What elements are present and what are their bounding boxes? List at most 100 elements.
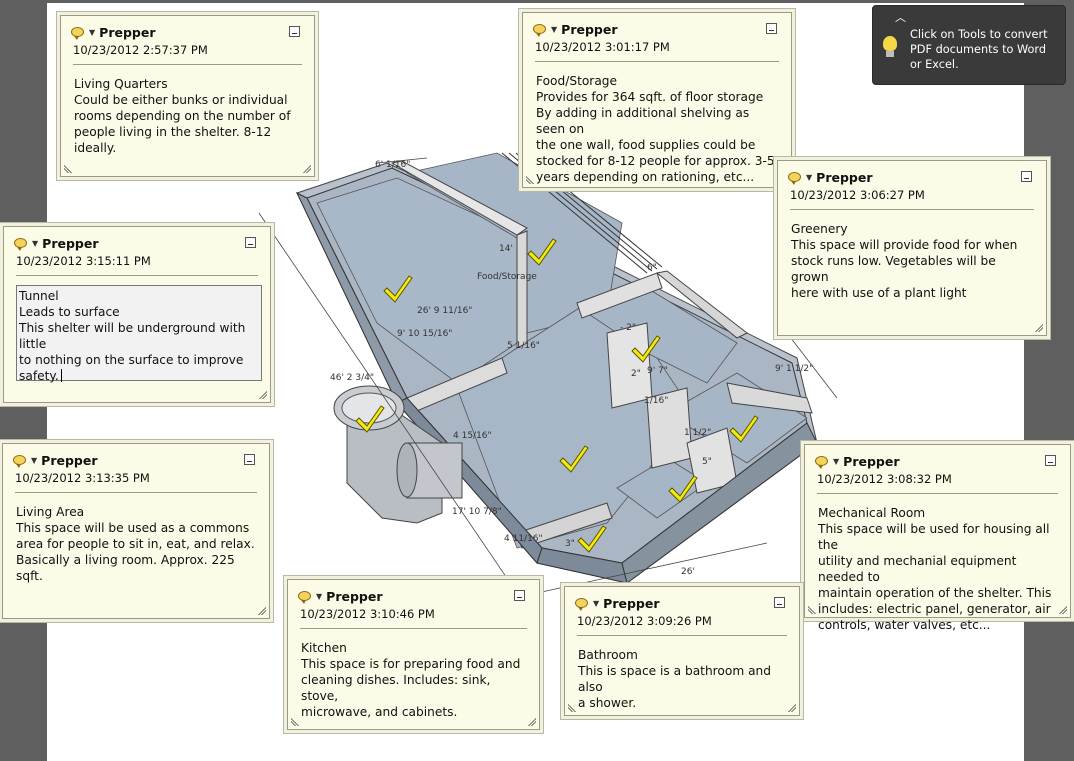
dimension-label: 9' 7" bbox=[647, 366, 668, 376]
dropdown-caret-icon[interactable]: ▼ bbox=[31, 455, 38, 465]
minimize-icon[interactable] bbox=[245, 237, 256, 248]
note-date: 10/23/2012 3:09:26 PM bbox=[577, 614, 712, 628]
note-date: 10/23/2012 3:06:27 PM bbox=[790, 188, 925, 202]
dimension-label: Food/Storage bbox=[477, 272, 537, 282]
dropdown-caret-icon[interactable]: ▼ bbox=[551, 24, 558, 34]
dropdown-caret-icon[interactable]: ▼ bbox=[806, 172, 813, 182]
note-author: Prepper bbox=[603, 595, 660, 611]
comment-bubble-icon bbox=[71, 27, 84, 40]
note-date: 10/23/2012 3:13:35 PM bbox=[15, 471, 150, 485]
note-author: Prepper bbox=[561, 21, 618, 37]
divider bbox=[16, 275, 258, 276]
note-text[interactable]: Bathroom This is space is a bathroom and… bbox=[578, 648, 772, 710]
resize-grip-icon[interactable] bbox=[1058, 605, 1067, 614]
dimension-label: 46' 2 3/4" bbox=[330, 373, 374, 383]
note-author: Prepper bbox=[41, 452, 98, 468]
resize-grip-icon[interactable] bbox=[291, 717, 300, 726]
resize-grip-icon[interactable] bbox=[568, 703, 577, 712]
dimension-label: 26' bbox=[681, 567, 695, 577]
note-header[interactable]: ▼Prepper bbox=[298, 588, 383, 604]
minimize-icon[interactable] bbox=[1021, 171, 1032, 182]
note-date: 10/23/2012 2:57:37 PM bbox=[73, 43, 208, 57]
minimize-icon[interactable] bbox=[289, 26, 300, 37]
resize-grip-icon[interactable] bbox=[257, 606, 266, 615]
minimize-icon[interactable] bbox=[514, 590, 525, 601]
dimension-label: 1/16" bbox=[644, 396, 668, 406]
note-text[interactable]: Kitchen This space is for preparing food… bbox=[301, 641, 521, 719]
note-author: Prepper bbox=[99, 24, 156, 40]
note-date: 10/23/2012 3:01:17 PM bbox=[535, 40, 670, 54]
resize-grip-icon[interactable] bbox=[302, 164, 311, 173]
note-author: Prepper bbox=[42, 235, 99, 251]
note-date: 10/23/2012 3:10:46 PM bbox=[300, 607, 435, 621]
divider bbox=[577, 635, 787, 636]
comment-bubble-icon bbox=[533, 24, 546, 37]
divider bbox=[300, 628, 527, 629]
note-header[interactable]: ▼Prepper bbox=[533, 21, 618, 37]
note-date: 10/23/2012 3:15:11 PM bbox=[16, 254, 151, 268]
comment-bubble-icon bbox=[815, 456, 828, 469]
note-text[interactable]: Tunnel Leads to surface This shelter wil… bbox=[19, 288, 259, 384]
note-header[interactable]: ▼Prepper bbox=[14, 235, 99, 251]
note-header[interactable]: ▼Prepper bbox=[13, 452, 98, 468]
note-header[interactable]: ▼Prepper bbox=[575, 595, 660, 611]
dimension-label: 26' 9 11/16" bbox=[417, 306, 472, 316]
lightbulb-icon bbox=[883, 36, 897, 51]
comment-note-living-quarters[interactable]: ▼Prepper 10/23/2012 2:57:37 PM Living Qu… bbox=[60, 15, 315, 177]
comment-note-food-storage[interactable]: ▼Prepper 10/23/2012 3:01:17 PM Food/Stor… bbox=[522, 12, 792, 188]
dropdown-caret-icon[interactable]: ▼ bbox=[89, 27, 96, 37]
dimension-label: 6' 1/16" bbox=[375, 160, 410, 170]
resize-grip-icon[interactable] bbox=[808, 605, 817, 614]
note-text[interactable]: Living Area This space will be used as a… bbox=[16, 505, 255, 583]
dropdown-caret-icon[interactable]: ▼ bbox=[316, 591, 323, 601]
comment-bubble-icon bbox=[13, 455, 26, 468]
note-header[interactable]: ▼Prepper bbox=[815, 453, 900, 469]
minimize-icon[interactable] bbox=[244, 454, 255, 465]
comment-note-kitchen[interactable]: ▼Prepper 10/23/2012 3:10:46 PM Kitchen T… bbox=[287, 579, 540, 730]
divider bbox=[817, 493, 1058, 494]
note-text-editor[interactable]: Tunnel Leads to surface This shelter wil… bbox=[16, 285, 262, 384]
dimension-label: 4 11/16" bbox=[504, 534, 543, 544]
divider bbox=[790, 209, 1034, 210]
dropdown-caret-icon[interactable]: ▼ bbox=[833, 456, 840, 466]
resize-grip-icon[interactable] bbox=[787, 703, 796, 712]
comment-note-mechanical-room[interactable]: ▼Prepper 10/23/2012 3:08:32 PM Mechanica… bbox=[804, 444, 1071, 632]
convert-tip-popup[interactable]: ︿ Click on Tools to convert PDF document… bbox=[872, 5, 1066, 85]
collapse-chevron-icon[interactable]: ︿ bbox=[895, 11, 906, 24]
comment-bubble-icon bbox=[788, 172, 801, 185]
note-header[interactable]: ▼Prepper bbox=[71, 24, 156, 40]
resize-grip-icon[interactable] bbox=[1034, 323, 1043, 332]
comment-note-greenery[interactable]: ▼Prepper 10/23/2012 3:06:27 PM Greenery … bbox=[777, 160, 1047, 336]
resize-grip-icon[interactable] bbox=[258, 390, 267, 399]
minimize-icon[interactable] bbox=[1045, 455, 1056, 466]
divider bbox=[535, 61, 779, 62]
dimension-label: 5 1/16" bbox=[507, 341, 540, 351]
dropdown-caret-icon[interactable]: ▼ bbox=[32, 238, 39, 248]
note-text[interactable]: Greenery This space will provide food fo… bbox=[791, 222, 1018, 300]
comment-note-tunnel[interactable]: ▼Prepper 10/23/2012 3:15:11 PM Tunnel Le… bbox=[3, 226, 271, 403]
note-text[interactable]: Food/Storage Provides for 364 sqft. of f… bbox=[536, 74, 775, 184]
minimize-icon[interactable] bbox=[774, 597, 785, 608]
resize-grip-icon[interactable] bbox=[64, 164, 73, 173]
comment-note-living-area[interactable]: ▼Prepper 10/23/2012 3:13:35 PM Living Ar… bbox=[2, 443, 270, 619]
note-date: 10/23/2012 3:08:32 PM bbox=[817, 472, 952, 486]
comment-bubble-icon bbox=[298, 591, 311, 604]
note-text[interactable]: Mechanical Room This space will be used … bbox=[818, 506, 1052, 632]
minimize-icon[interactable] bbox=[766, 23, 777, 34]
note-header[interactable]: ▼Prepper bbox=[788, 169, 873, 185]
resize-grip-icon[interactable] bbox=[527, 717, 536, 726]
note-text[interactable]: Living Quarters Could be either bunks or… bbox=[74, 77, 291, 155]
lightbulb-base bbox=[886, 51, 894, 57]
resize-grip-icon[interactable] bbox=[526, 175, 535, 184]
comment-note-bathroom[interactable]: ▼Prepper 10/23/2012 3:09:26 PM Bathroom … bbox=[564, 586, 800, 716]
dimension-label: 14' bbox=[499, 244, 513, 254]
dropdown-caret-icon[interactable]: ▼ bbox=[593, 598, 600, 608]
note-text-content: Tunnel Leads to surface This shelter wil… bbox=[19, 289, 246, 383]
text-cursor bbox=[60, 369, 62, 382]
dimension-label: 5" bbox=[702, 457, 712, 467]
dimension-label: 17' 10 7/8" bbox=[452, 507, 502, 517]
comment-bubble-icon bbox=[575, 598, 588, 611]
note-author: Prepper bbox=[843, 453, 900, 469]
dimension-label: - 2" bbox=[620, 323, 636, 333]
